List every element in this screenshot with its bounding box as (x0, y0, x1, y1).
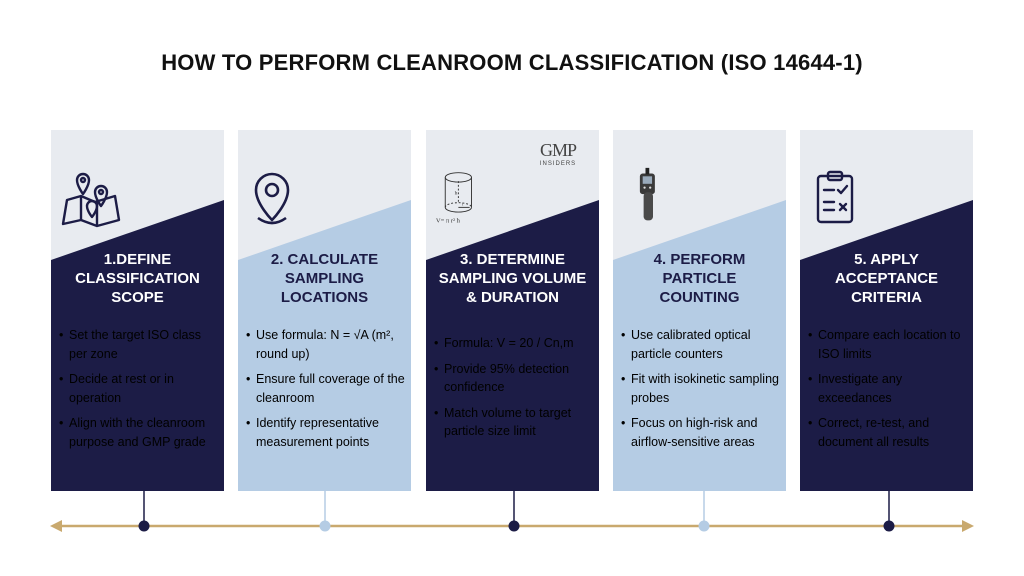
gmp-insiders-logo: GMP INSIDERS (532, 140, 584, 176)
bullet-item: Use calibrated optical particle counters (621, 326, 781, 363)
bullet-item: Compare each location to ISO limits (808, 326, 968, 363)
timeline-node (698, 520, 710, 532)
bullet-list: Formula: V = 20 / Cn,m Provide 95% detec… (434, 334, 594, 448)
step-heading: 4. PERFORM PARTICLE COUNTING (653, 251, 746, 306)
step-heading: 2. CALCULATE SAMPLING LOCATIONS (270, 251, 379, 306)
bullet-item: Formula: V = 20 / Cn,m (434, 334, 594, 353)
bullet-item: Focus on high-risk and airflow-sensitive… (621, 414, 781, 451)
step-2-card: 2. CALCULATE SAMPLING LOCATIONS Use form… (238, 130, 411, 491)
bullet-item: Provide 95% detection confidence (434, 360, 594, 397)
step-1-card: 1.DEFINE CLASSIFICATION SCOPE Set the ta… (51, 130, 224, 491)
timeline-left-arrow (50, 520, 62, 532)
bullet-item: Use formula: N = √A (m², round up) (246, 326, 406, 363)
bullet-item: Align with the cleanroom purpose and GMP… (59, 414, 219, 451)
logo-subtitle: INSIDERS (539, 161, 577, 167)
volume-formula-text: V= π r² h (436, 217, 461, 224)
checklist-icon (816, 170, 854, 224)
step-heading: 3. DETERMINE SAMPLING VOLUME & DURATION (438, 251, 587, 306)
step-heading: 5. APPLY ACCEPTANCE CRITERIA (834, 251, 939, 306)
timeline-node (883, 520, 895, 532)
timeline (50, 491, 974, 532)
step-3-card: h r V= π r² h 3. DETERMINE SAMPLING VOLU… (426, 130, 599, 491)
bullet-item: Fit with isokinetic sampling probes (621, 370, 781, 407)
timeline-node (138, 520, 150, 532)
page-title: HOW TO PERFORM CLEANROOM CLASSIFICATION … (161, 50, 863, 75)
svg-text:r: r (462, 203, 464, 208)
bullet-item: Investigate any exceedances (808, 370, 968, 407)
logo-mark: GMP (539, 140, 577, 160)
particle-counter-icon (639, 167, 655, 221)
map-pins-icon (61, 172, 121, 228)
bullet-list: Use formula: N = √A (m², round up) Ensur… (246, 326, 406, 458)
bullet-item: Ensure full coverage of the cleanroom (246, 370, 406, 407)
bullet-list: Set the target ISO class per zone Decide… (59, 326, 219, 458)
bullet-item: Correct, re-test, and document all resul… (808, 414, 968, 451)
timeline-node (319, 520, 331, 532)
svg-text:h: h (455, 190, 458, 196)
step-4-card: 4. PERFORM PARTICLE COUNTING Use calibra… (613, 130, 786, 491)
cylinder-volume-icon: h r V= π r² h (436, 172, 472, 224)
location-pin-icon (254, 172, 290, 225)
timeline-node (508, 520, 520, 532)
bullet-item: Match volume to target particle size lim… (434, 404, 594, 441)
step-5-card: 5. APPLY ACCEPTANCE CRITERIA Compare eac… (800, 130, 973, 491)
bullet-item: Decide at rest or in operation (59, 370, 219, 407)
timeline-right-arrow (962, 520, 974, 532)
bullet-list: Use calibrated optical particle counters… (621, 326, 781, 458)
step-heading: 1.DEFINE CLASSIFICATION SCOPE (75, 251, 200, 306)
bullet-item: Identify representative measurement poin… (246, 414, 406, 451)
bullet-item: Set the target ISO class per zone (59, 326, 219, 363)
bullet-list: Compare each location to ISO limits Inve… (808, 326, 968, 458)
